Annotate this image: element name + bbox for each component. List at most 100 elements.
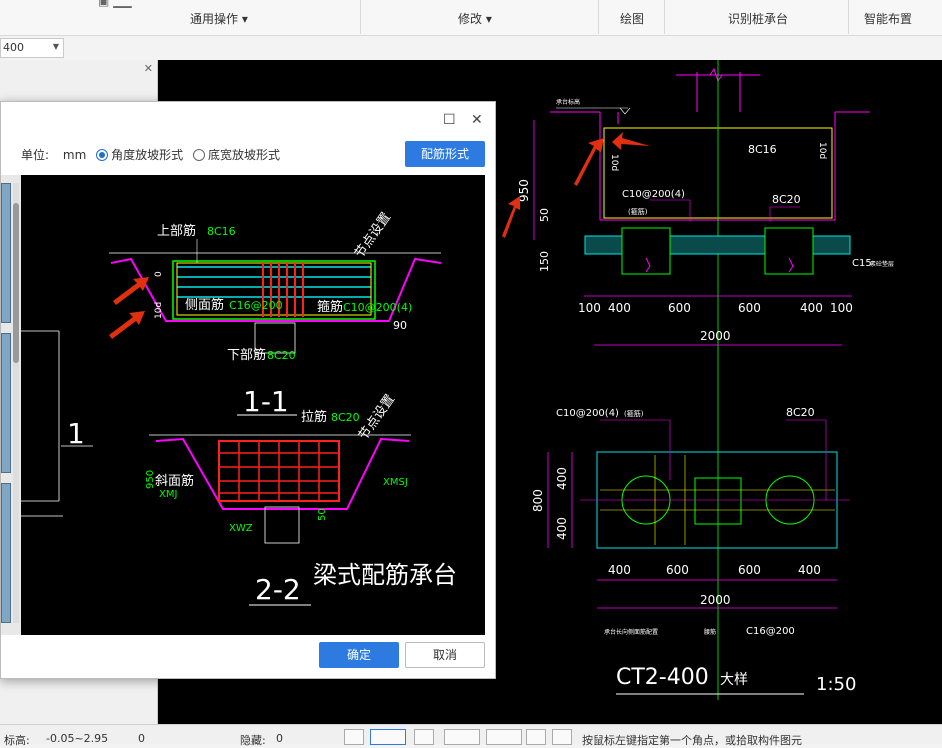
radio-width-label[interactable]: 底宽放坡形式 bbox=[207, 148, 280, 162]
svg-text:600: 600 bbox=[738, 563, 761, 577]
svg-text:400: 400 bbox=[608, 563, 631, 577]
hidden-value: 0 bbox=[276, 732, 283, 745]
svg-text:XMJ: XMJ bbox=[159, 489, 177, 500]
svg-text:400: 400 bbox=[555, 517, 569, 540]
svg-text:C10@200(4): C10@200(4) bbox=[343, 301, 412, 314]
node-settings-2: 节点设置 bbox=[356, 392, 398, 443]
ribbon-group-draw[interactable]: 绘图 bbox=[620, 12, 645, 26]
unit-label: 单位: bbox=[21, 148, 50, 162]
svg-text:100: 100 bbox=[830, 301, 853, 315]
slope-options: 单位: mm 角度放坡形式 底宽放坡形式 bbox=[21, 146, 280, 163]
svg-text:50: 50 bbox=[317, 508, 328, 521]
svg-text:10d: 10d bbox=[609, 154, 619, 171]
cad-title: CT2-400 bbox=[616, 665, 709, 690]
svg-text:600: 600 bbox=[738, 301, 761, 315]
svg-text:8C16: 8C16 bbox=[207, 225, 236, 238]
hidden-label: 隐藏: bbox=[240, 734, 266, 747]
svg-text:承台长向侧面筋配置: 承台长向侧面筋配置 bbox=[604, 628, 658, 636]
status-bar: 标高: -0.05~2.95 0 隐藏: 0 按鼠标左键指定第一个角点，或拾取构… bbox=[0, 724, 942, 747]
svg-text:10d: 10d bbox=[817, 142, 827, 159]
close-icon[interactable]: ✕ bbox=[471, 112, 483, 128]
cross-select-icon[interactable] bbox=[414, 729, 434, 745]
chevron-down-icon: ▼ bbox=[52, 42, 59, 51]
svg-text:XWZ: XWZ bbox=[229, 523, 253, 534]
ribbon-group-identify-cap[interactable]: 识别桩承台 bbox=[728, 12, 789, 26]
rebar-form-button[interactable]: 配筋形式 bbox=[405, 141, 485, 167]
svg-text:(箍筋): (箍筋) bbox=[628, 207, 648, 216]
radio-width-slope[interactable] bbox=[192, 148, 205, 161]
thumbnail-strip bbox=[1, 175, 21, 635]
svg-text:100: 100 bbox=[578, 301, 601, 315]
thumbnail[interactable] bbox=[1, 183, 11, 323]
svg-text:400: 400 bbox=[800, 301, 823, 315]
ribbon-group-smart-layout[interactable]: 智能布置 bbox=[864, 12, 913, 26]
cad-plan-stirrup: C10@200(4) bbox=[556, 408, 619, 419]
tie-bar-label: 拉筋 bbox=[301, 409, 327, 425]
svg-text:2000: 2000 bbox=[700, 593, 731, 607]
svg-text:C16@200: C16@200 bbox=[229, 299, 283, 312]
ribbon: ▣ ▁▁ 通用操作 ▾ 修改 ▾ 绘图 识别桩承台 智能布置 bbox=[0, 0, 942, 36]
cad-dim-50: 50 bbox=[538, 208, 551, 222]
svg-text:8C20: 8C20 bbox=[331, 411, 360, 424]
size-combo[interactable]: 400 ▼ bbox=[0, 38, 64, 58]
svg-text:XMSJ: XMSJ bbox=[383, 477, 408, 488]
ribbon-separator bbox=[848, 0, 849, 34]
ribbon-item-a[interactable]: ▣ ▁▁ bbox=[98, 0, 132, 8]
top-bar-label: 上部筋 bbox=[157, 223, 196, 239]
svg-text:600: 600 bbox=[668, 301, 691, 315]
svg-text:90: 90 bbox=[393, 319, 407, 332]
status-zero: 0 bbox=[138, 732, 145, 745]
elevation-value: -0.05~2.95 bbox=[46, 732, 109, 745]
slope-bar-label: 斜面筋 bbox=[155, 473, 194, 489]
svg-text:腰筋: 腰筋 bbox=[704, 628, 716, 636]
hoop-label: 箍筋 bbox=[317, 299, 343, 315]
svg-text:950: 950 bbox=[145, 470, 156, 489]
svg-text:800: 800 bbox=[531, 489, 545, 512]
cad-plan-8c20: 8C20 bbox=[786, 406, 815, 419]
section-2-2: 2-2 bbox=[255, 573, 301, 606]
ribbon-separator bbox=[664, 0, 665, 34]
svg-text:400: 400 bbox=[555, 467, 569, 490]
maximize-icon[interactable]: ☐ bbox=[443, 112, 456, 128]
cap-settings-dialog: ☐ ✕ 单位: mm 角度放坡形式 底宽放坡形式 配筋形式 1 bbox=[0, 101, 496, 679]
add-point-icon[interactable] bbox=[486, 729, 522, 745]
scrollbar[interactable] bbox=[13, 183, 19, 623]
svg-text:承台标高: 承台标高 bbox=[556, 98, 580, 106]
cancel-button[interactable]: 取消 bbox=[405, 642, 485, 668]
save-icon[interactable] bbox=[526, 729, 546, 745]
svg-text:(箍筋): (箍筋) bbox=[624, 409, 644, 418]
svg-text:素砼垫层: 素砼垫层 bbox=[870, 260, 894, 268]
cad-dim-150: 150 bbox=[538, 251, 551, 272]
svg-text:400: 400 bbox=[608, 301, 631, 315]
cad-drawing: 承台标高 950 50 150 10d 10d 8C16 C10@200(4) … bbox=[502, 60, 894, 700]
curve-tool-icon[interactable] bbox=[552, 729, 572, 745]
preview-drawing: 1 上部筋 8C16 侧面筋 C16@200 箍筋 C10@200(4) 下部筋 bbox=[21, 210, 457, 606]
rect-select-icon[interactable] bbox=[370, 729, 406, 745]
close-icon[interactable]: ✕ bbox=[143, 62, 153, 75]
ribbon-group-modify[interactable]: 修改 ▾ bbox=[458, 12, 492, 26]
svg-text:10d: 10d bbox=[154, 302, 164, 319]
preview-caption: 梁式配筋承台 bbox=[313, 561, 457, 589]
ribbon-group-common[interactable]: 通用操作 ▾ bbox=[190, 12, 248, 26]
thumbnail[interactable] bbox=[1, 333, 11, 473]
line-tool-icon[interactable] bbox=[444, 729, 480, 745]
radio-angle-slope[interactable] bbox=[96, 148, 109, 161]
svg-text:400: 400 bbox=[798, 563, 821, 577]
cad-dim-950: 950 bbox=[517, 179, 531, 202]
secondary-toolbar bbox=[0, 36, 942, 60]
status-hint: 按鼠标左键指定第一个角点，或拾取构件图元 bbox=[582, 734, 802, 747]
select-tool-icon[interactable] bbox=[344, 729, 364, 745]
svg-text:0: 0 bbox=[154, 271, 164, 277]
cad-bottom-bar: 8C20 bbox=[772, 193, 801, 206]
section-1-1: 1-1 bbox=[243, 385, 289, 418]
cad-top-bar: 8C16 bbox=[748, 143, 777, 156]
radio-angle-label[interactable]: 角度放坡形式 bbox=[111, 148, 184, 162]
preview-image: 1 上部筋 8C16 侧面筋 C16@200 箍筋 C10@200(4) 下部筋 bbox=[1, 175, 485, 635]
ok-button[interactable]: 确定 bbox=[319, 642, 399, 668]
ribbon-separator bbox=[598, 0, 599, 34]
bottom-bar-label: 下部筋 bbox=[227, 347, 266, 363]
side-bar-label: 侧面筋 bbox=[185, 297, 224, 313]
thumbnail[interactable] bbox=[1, 483, 11, 623]
ribbon-separator bbox=[360, 0, 361, 34]
cad-scale: 1:50 bbox=[816, 674, 856, 695]
